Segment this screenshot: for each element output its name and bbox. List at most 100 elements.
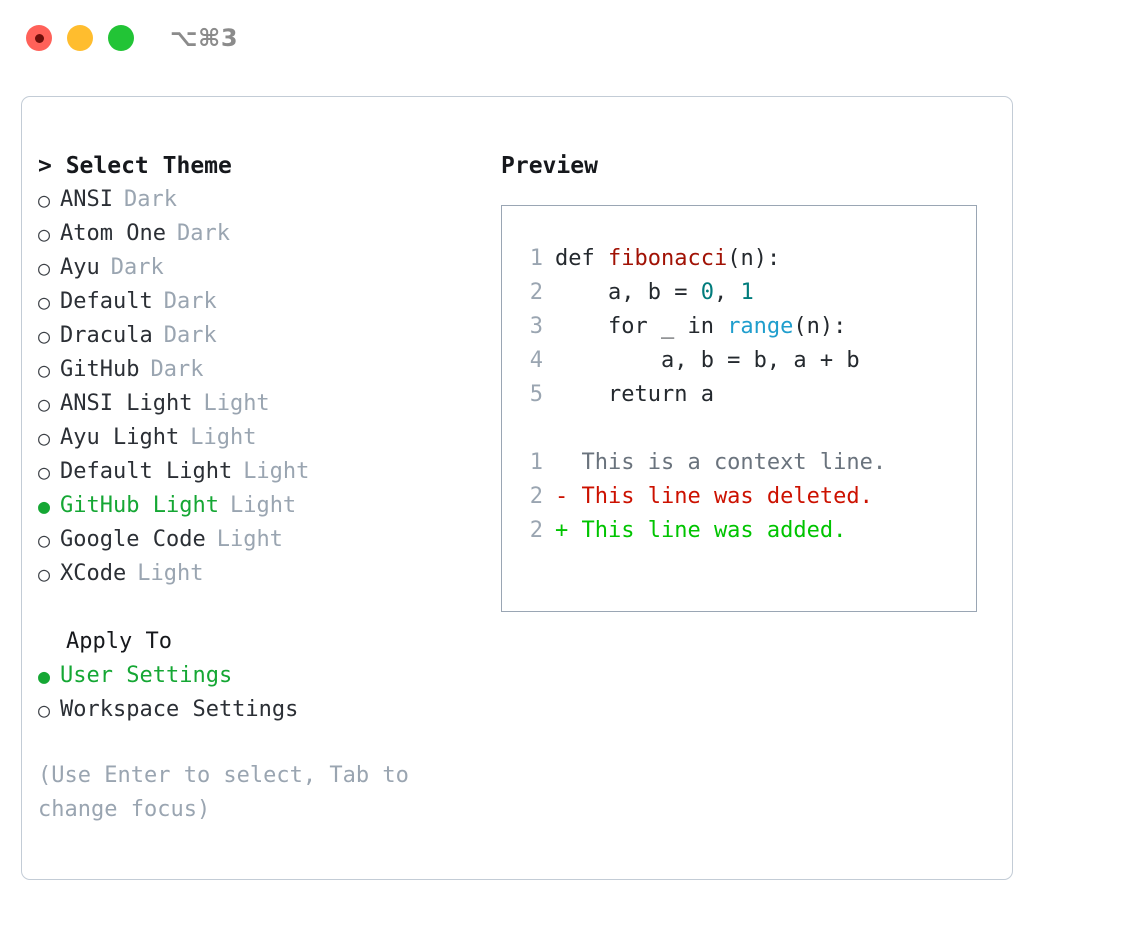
radio-empty-icon: ○	[38, 290, 51, 314]
theme-option-tag: Light	[229, 493, 297, 518]
code-line: 4 a, b = b, a + b	[521, 344, 886, 378]
minimize-button[interactable]	[67, 25, 93, 51]
code-line: 1 def fibonacci(n):	[521, 242, 886, 276]
radio-empty-icon: ○	[38, 528, 51, 552]
radio-empty-icon: ○	[38, 562, 51, 586]
code-token: (n):	[727, 246, 781, 271]
code-text: def fibonacci(n):	[555, 242, 780, 276]
theme-option-label: GitHub Light	[60, 493, 219, 518]
code-token: (n):	[793, 314, 847, 339]
theme-option-tag: Dark	[163, 323, 217, 348]
diff-text: + This line was added.	[555, 518, 847, 543]
apply-to-list[interactable]: ● User Settings ○ Workspace Settings	[38, 659, 498, 727]
code-text: for _ in range(n):	[555, 310, 846, 344]
apply-to-option-label: User Settings	[60, 663, 233, 688]
theme-option-tag: Light	[243, 459, 310, 484]
theme-option-github-light[interactable]: ● GitHub Light Light	[38, 489, 498, 523]
line-number: 1	[529, 246, 543, 271]
theme-option-ansi[interactable]: ○ ANSI Dark	[38, 183, 498, 217]
theme-option-default-light[interactable]: ○ Default Light Light	[38, 455, 498, 489]
theme-option-label: ANSI	[60, 187, 113, 212]
code-token: return a	[555, 382, 714, 407]
code-token: 1	[740, 280, 754, 305]
theme-option-xcode[interactable]: ○ XCode Light	[38, 557, 498, 591]
radio-empty-icon: ○	[38, 460, 51, 484]
code-blank-line	[521, 412, 886, 446]
radio-empty-icon: ○	[38, 358, 51, 382]
code-token: for _ in	[555, 314, 728, 339]
diff-line-ctx: 1 This is a context line.	[521, 446, 886, 480]
radio-selected-icon: ●	[38, 494, 51, 518]
spacer	[38, 591, 498, 625]
line-number: 2	[529, 484, 543, 509]
apply-to-option-label: Workspace Settings	[60, 697, 299, 722]
code-line: 5 return a	[521, 378, 886, 412]
line-number: 1	[529, 450, 543, 475]
code-token: a, b = b, a + b	[555, 348, 860, 373]
theme-option-label: Google Code	[60, 527, 206, 552]
theme-option-label: Dracula	[60, 323, 153, 348]
apply-to-heading: Apply To	[66, 629, 172, 654]
theme-option-label: ANSI Light	[60, 391, 193, 416]
theme-option-ayu[interactable]: ○ Ayu Dark	[38, 251, 498, 285]
radio-empty-icon: ○	[38, 188, 51, 212]
close-button[interactable]	[26, 25, 52, 51]
line-number: 3	[529, 314, 543, 339]
keyboard-shortcut-label: ⌥⌘3	[170, 24, 239, 52]
theme-option-github[interactable]: ○ GitHub Dark	[38, 353, 498, 387]
theme-option-label: Ayu Light	[60, 425, 180, 450]
radio-empty-icon: ○	[38, 324, 51, 348]
theme-option-tag: Light	[137, 561, 204, 586]
theme-option-tag: Light	[203, 391, 270, 416]
theme-option-tag: Dark	[110, 255, 164, 280]
apply-to-option-workspace-settings[interactable]: ○ Workspace Settings	[38, 693, 498, 727]
theme-option-label: Default	[60, 289, 153, 314]
line-number: 2	[529, 280, 543, 305]
title-bar: ⌥⌘3	[0, 0, 1140, 78]
keyboard-hint-text: (Use Enter to select, Tab to change focu…	[38, 763, 409, 822]
diff-text: - This line was deleted.	[555, 484, 873, 509]
code-text: a, b = b, a + b	[555, 344, 860, 378]
code-token: 0	[700, 280, 714, 305]
theme-option-label: XCode	[60, 561, 127, 586]
theme-option-tag: Dark	[150, 357, 204, 382]
code-token: fibonacci	[607, 246, 728, 271]
code-token: def	[555, 246, 608, 271]
window-controls	[26, 25, 134, 51]
code-text: return a	[555, 378, 714, 412]
theme-option-tag: Dark	[123, 187, 177, 212]
line-number: 2	[529, 518, 543, 543]
theme-option-label: Ayu	[60, 255, 100, 280]
select-theme-heading: > Select Theme	[38, 153, 232, 179]
preview-heading: Preview	[501, 153, 598, 179]
line-number: 4	[529, 348, 543, 373]
theme-option-label: GitHub	[60, 357, 140, 382]
code-token: a, b =	[555, 280, 701, 305]
diff-text: This is a context line.	[555, 450, 887, 475]
code-line: 2 a, b = 0, 1	[521, 276, 886, 310]
radio-empty-icon: ○	[38, 256, 51, 280]
code-line: 3 for _ in range(n):	[521, 310, 886, 344]
theme-option-default[interactable]: ○ Default Dark	[38, 285, 498, 319]
code-token: ,	[713, 280, 741, 305]
diff-line-add: 2 + This line was added.	[521, 514, 886, 548]
theme-option-dracula[interactable]: ○ Dracula Dark	[38, 319, 498, 353]
theme-option-tag: Dark	[163, 289, 217, 314]
radio-empty-icon: ○	[38, 698, 51, 722]
radio-selected-icon: ●	[38, 664, 51, 688]
theme-option-tag: Light	[216, 527, 283, 552]
apply-to-option-user-settings[interactable]: ● User Settings	[38, 659, 498, 693]
maximize-button[interactable]	[108, 25, 134, 51]
theme-option-label: Default Light	[60, 459, 233, 484]
theme-option-google-code[interactable]: ○ Google Code Light	[38, 523, 498, 557]
theme-option-label: Atom One	[60, 221, 166, 246]
